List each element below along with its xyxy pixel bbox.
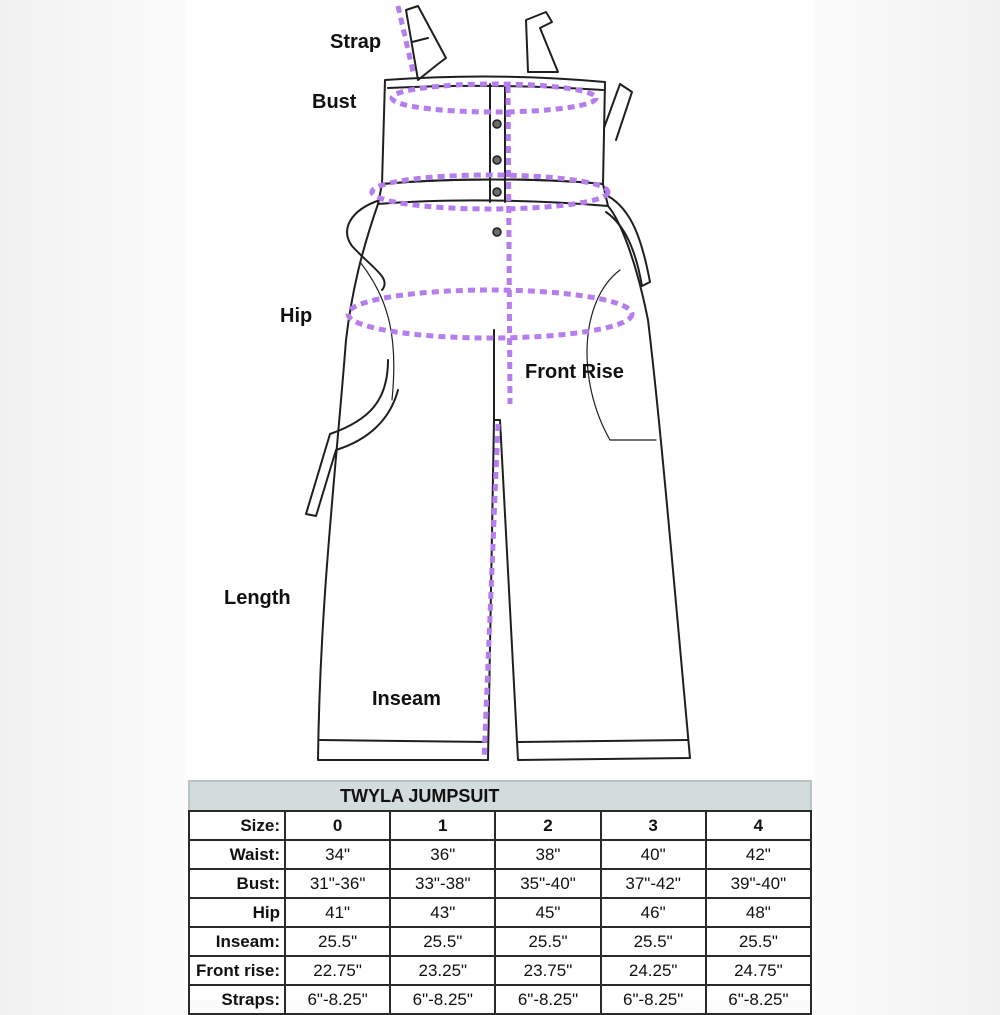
table-cell: 34": [283, 839, 392, 870]
table-cell: 24.25": [599, 955, 707, 986]
table-cell: 22.75": [283, 955, 392, 986]
left-hem: [319, 739, 489, 743]
row-label: Front rise:: [188, 955, 286, 986]
row-label: Bust:: [188, 868, 286, 899]
table-header-row: Size: 0 1 2 3 4: [188, 810, 813, 841]
table-row-hip: Hip 41" 43" 45" 46" 48": [188, 897, 813, 928]
left-hanging-tie: [305, 359, 399, 517]
inseam-label: Inseam: [372, 688, 441, 710]
hip-measure-ring: [345, 287, 635, 341]
table-title: TWYLA JUMPSUIT: [188, 780, 812, 812]
button-1: [492, 119, 502, 129]
size-chart-table: TWYLA JUMPSUIT Size: 0 1 2 3 4 Waist: 34…: [188, 780, 813, 1015]
strap-label: Strap: [330, 31, 382, 53]
table-cell: 25.5": [704, 926, 813, 957]
right-strap: [525, 11, 559, 73]
size-header-label: Size:: [188, 810, 286, 841]
table-row-front-rise: Front rise: 22.75" 23.25" 23.75" 24.25" …: [188, 955, 813, 986]
right-pocket: [586, 269, 657, 441]
right-hanging-strap: [603, 83, 633, 141]
left-belt-tie: [346, 199, 386, 291]
row-label: Waist:: [188, 839, 286, 870]
table-cell: 39"-40": [704, 868, 813, 899]
table-cell: 35"-40": [494, 868, 602, 899]
table-cell: 45": [494, 897, 602, 928]
size-header-cell: 4: [704, 810, 813, 841]
table-row-straps: Straps: 6"-8.25" 6"-8.25" 6"-8.25" 6"-8.…: [188, 984, 813, 1015]
table-cell: 25.5": [389, 926, 497, 957]
size-header-cell: 0: [283, 810, 392, 841]
front-rise-measure-line: [505, 85, 513, 405]
table-cell: 36": [389, 839, 497, 870]
table-cell: 43": [389, 897, 497, 928]
inseam-measure-line: [481, 423, 501, 761]
table-row-bust: Bust: 31"-36" 33"-38" 35"-40" 37"-42" 39…: [188, 868, 813, 899]
size-header-cell: 1: [389, 810, 497, 841]
waist-measure-ring: [369, 172, 611, 212]
table-row-inseam: Inseam: 25.5" 25.5" 25.5" 25.5" 25.5": [188, 926, 813, 957]
right-hem: [517, 739, 689, 743]
front-rise-label: Front Rise: [525, 361, 624, 383]
table-title-row: TWYLA JUMPSUIT: [188, 780, 812, 812]
left-strap: [405, 5, 447, 81]
table-cell: 31"-36": [283, 868, 392, 899]
table-cell: 33"-38": [389, 868, 497, 899]
right-belt-tie: [605, 195, 651, 287]
bust-label: Bust: [312, 91, 357, 113]
table-cell: 46": [599, 897, 707, 928]
left-pocket: [359, 261, 395, 401]
table-cell: 25.5": [494, 926, 602, 957]
table-cell: 42": [704, 839, 813, 870]
table-cell: 24.75": [704, 955, 813, 986]
table-row-waist: Waist: 34" 36" 38" 40" 42": [188, 839, 813, 870]
size-header-cell: 3: [599, 810, 707, 841]
bodice-outline: [381, 75, 606, 185]
left-strap-buckle: [411, 37, 429, 43]
table-cell: 40": [599, 839, 707, 870]
table-cell: 41": [283, 897, 392, 928]
length-label: Length: [224, 587, 291, 609]
table-cell: 37"-42": [599, 868, 707, 899]
table-cell: 23.75": [494, 955, 602, 986]
table-cell: 23.25": [389, 955, 497, 986]
table-cell: 25.5": [283, 926, 392, 957]
table-cell: 25.5": [599, 926, 707, 957]
button-3: [492, 187, 502, 197]
row-label: Hip: [188, 897, 286, 928]
size-header-cell: 2: [494, 810, 602, 841]
row-label: Inseam:: [188, 926, 286, 957]
hip-label: Hip: [280, 305, 313, 327]
bust-measure-ring: [389, 81, 599, 115]
table-cell: 48": [704, 897, 813, 928]
button-4: [492, 227, 502, 237]
table-cell: 38": [494, 839, 602, 870]
jumpsuit-diagram: [305, 5, 691, 761]
button-2: [492, 155, 502, 165]
pants-outline: [317, 203, 691, 761]
